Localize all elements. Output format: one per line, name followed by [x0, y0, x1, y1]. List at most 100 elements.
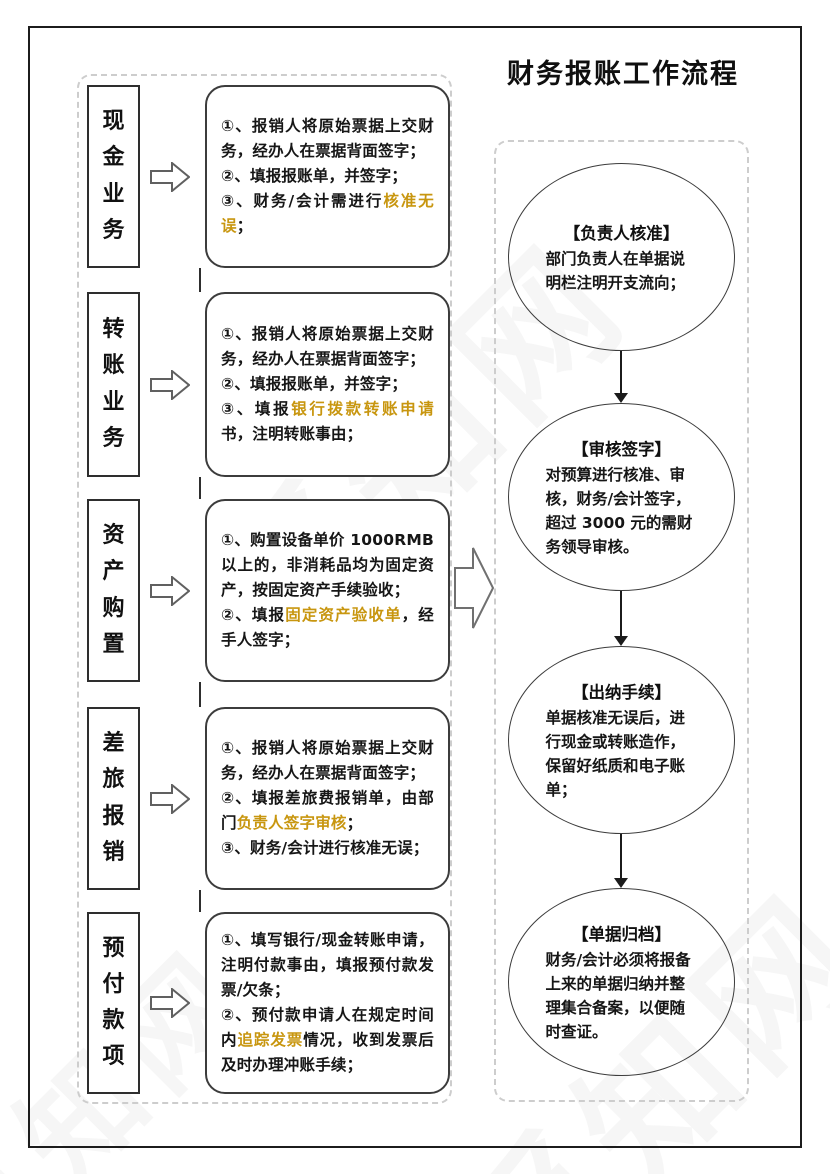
category-char: 款 [102, 1008, 125, 1033]
category-char: 资 [102, 523, 125, 549]
detail-text: ③、财务/会计需进行 [221, 192, 384, 210]
detail-text: ②、填报 [221, 606, 286, 624]
highlighted-text: 固定资产验收单 [285, 606, 402, 624]
detail-item: ③、财务/会计进行核准无误； [221, 836, 434, 861]
detail-item: ②、填报差旅费报销单，由部门负责人签字审核； [221, 786, 434, 836]
detail-item: ②、填报固定资产验收单，经手人签字； [221, 603, 434, 653]
process-description: 单据核准无误后，进行现金或转账造作，保留好纸质和电子账单； [545, 708, 686, 799]
detail-text: ； [346, 814, 363, 832]
detail-text: ③、财务/会计进行核准无误； [221, 839, 429, 857]
category-char: 业 [102, 389, 125, 415]
process-description: 对预算进行核准、审核，财务/会计签字，超过 3000 元的需财务领导审核。 [545, 465, 693, 556]
detail-text: 书，注明转账事由； [221, 425, 363, 443]
detail-item: ③、财务/会计需进行核准无误； [221, 189, 434, 239]
step-arrow-line [620, 834, 622, 879]
process-description: 部门负责人在单据说明栏注明开支流向； [545, 249, 686, 292]
step-arrowhead-icon [614, 636, 628, 646]
category-box: 预付款项 [87, 912, 140, 1094]
process-title: 【单据归档】 [572, 924, 671, 944]
detail-text: ②、填报报账单，并签字； [221, 375, 408, 393]
right-arrow-icon [150, 782, 191, 818]
highlighted-text: 负责人签字审核 [236, 814, 347, 832]
category-char: 旅 [102, 767, 125, 793]
detail-item: ①、报销人将原始票据上交财务，经办人在票据背面签字； [221, 736, 434, 786]
detail-item: ②、填报报账单，并签字； [221, 164, 434, 189]
detail-box: ①、报销人将原始票据上交财务，经办人在票据背面签字； ②、填报报账单，并签字； ③、… [205, 292, 450, 477]
detail-text: ①、报销人将原始票据上交财务，经办人在票据背面签字； [221, 325, 434, 368]
flow-row: 现金业务 ①、报销人将原始票据上交财务，经办人在票据背面签字； ②、填报报账单，并签… [87, 85, 450, 268]
category-char: 现 [102, 109, 125, 135]
step-arrowhead-icon [614, 878, 628, 888]
right-flow-panel [494, 140, 749, 1102]
category-box: 现金业务 [87, 85, 140, 268]
category-connector-line [199, 477, 201, 499]
detail-text: ③、填报 [221, 400, 292, 418]
category-box: 资产购置 [87, 499, 140, 682]
left-flow-panel [77, 74, 452, 1104]
detail-item: ①、购置设备单价 1000RMB 以上的，非消耗品均为固定资产，按固定资产手续验… [221, 528, 434, 603]
category-char: 务 [102, 426, 125, 452]
page-border [28, 26, 802, 1148]
process-title: 【审核签字】 [572, 439, 671, 459]
detail-item: ①、报销人将原始票据上交财务，经办人在票据背面签字； [221, 114, 434, 164]
right-arrow-icon [150, 160, 191, 196]
category-connector-line [199, 890, 201, 912]
right-arrow-icon [150, 574, 191, 610]
highlighted-text: 核准无误 [221, 192, 434, 235]
category-box: 转账业务 [87, 292, 140, 477]
detail-text: ①、报销人将原始票据上交财务，经办人在票据背面签字； [221, 117, 434, 160]
detail-item: ②、预付款申请人在规定时间内追踪发票情况，收到发票后及时办理冲账手续； [221, 1003, 434, 1078]
section-arrow-icon [454, 547, 494, 629]
category-char: 金 [102, 145, 125, 171]
detail-text: 情况，收到发票后及时办理冲账手续； [221, 1031, 434, 1074]
detail-item: ③、填报银行拨款转账申请书，注明转账事由； [221, 397, 434, 447]
detail-box: ①、购置设备单价 1000RMB 以上的，非消耗品均为固定资产，按固定资产手续验… [205, 499, 450, 682]
category-box: 差旅报销 [87, 707, 140, 890]
flow-row: 资产购置 ①、购置设备单价 1000RMB 以上的，非消耗品均为固定资产，按固定资… [87, 499, 450, 682]
category-char: 账 [102, 353, 125, 379]
highlighted-text: 银行拨款转账申请 [291, 400, 434, 418]
process-circle: 【审核签字】对预算进行核准、审核，财务/会计签字，超过 3000 元的需财务领导… [508, 403, 735, 591]
step-arrow-line [620, 351, 622, 394]
detail-item: ①、报销人将原始票据上交财务，经办人在票据背面签字； [221, 322, 434, 372]
detail-text: ②、预付款申请人在规定时间内 [221, 1006, 434, 1049]
category-char: 业 [102, 181, 125, 207]
category-char: 购 [102, 595, 125, 621]
detail-box: ①、报销人将原始票据上交财务，经办人在票据背面签字； ②、填报报账单，并签字； ③、… [205, 85, 450, 268]
category-char: 产 [102, 559, 125, 585]
flow-row: 转账业务 ①、报销人将原始票据上交财务，经办人在票据背面签字； ②、填报报账单，并签… [87, 292, 450, 477]
process-title: 【负责人核准】 [563, 223, 680, 243]
process-circle: 【出纳手续】单据核准无误后，进行现金或转账造作，保留好纸质和电子账单； [508, 646, 735, 834]
detail-text: ①、报销人将原始票据上交财务，经办人在票据背面签字； [221, 739, 434, 782]
detail-text: ； [236, 217, 253, 235]
detail-box: ①、报销人将原始票据上交财务，经办人在票据背面签字；②、填报差旅费报销单，由部门… [205, 707, 450, 890]
process-description: 财务/会计必须将报备上来的单据归纳并整理集合备案，以便随时查证。 [545, 950, 691, 1041]
process-circle: 【负责人核准】部门负责人在单据说明栏注明开支流向； [508, 163, 735, 351]
step-arrowhead-icon [614, 393, 628, 403]
category-char: 预 [102, 936, 125, 961]
right-arrow-icon [150, 368, 191, 404]
category-connector-line [199, 268, 201, 292]
category-char: 报 [102, 803, 125, 829]
detail-text: ②、填报差旅费报销单，由部门 [221, 789, 434, 832]
detail-text: ①、填写银行/现金转账申请，注明付款事由，填报预付款发票/欠条； [221, 931, 434, 999]
highlighted-text: 追踪发票 [237, 1031, 304, 1049]
category-connector-line [199, 682, 201, 707]
detail-item: ②、填报报账单，并签字； [221, 372, 434, 397]
detail-text: ①、购置设备单价 1000RMB 以上的，非消耗品均为固定资产，按固定资产手续验… [221, 531, 434, 599]
process-title: 【出纳手续】 [572, 682, 671, 702]
step-arrow-line [620, 591, 622, 637]
detail-text: ，经手人签字； [221, 606, 434, 649]
category-char: 务 [102, 217, 125, 243]
detail-text: ②、填报报账单，并签字； [221, 167, 408, 185]
category-char: 转 [102, 316, 125, 342]
category-char: 销 [102, 839, 125, 865]
page-title: 财务报账工作流程 [507, 59, 739, 90]
process-circle: 【单据归档】财务/会计必须将报备上来的单据归纳并整理集合备案，以便随时查证。 [508, 888, 735, 1076]
category-char: 项 [102, 1044, 125, 1069]
detail-box: ①、填写银行/现金转账申请，注明付款事由，填报预付款发票/欠条；②、预付款申请人… [205, 912, 450, 1094]
category-char: 差 [102, 731, 125, 757]
